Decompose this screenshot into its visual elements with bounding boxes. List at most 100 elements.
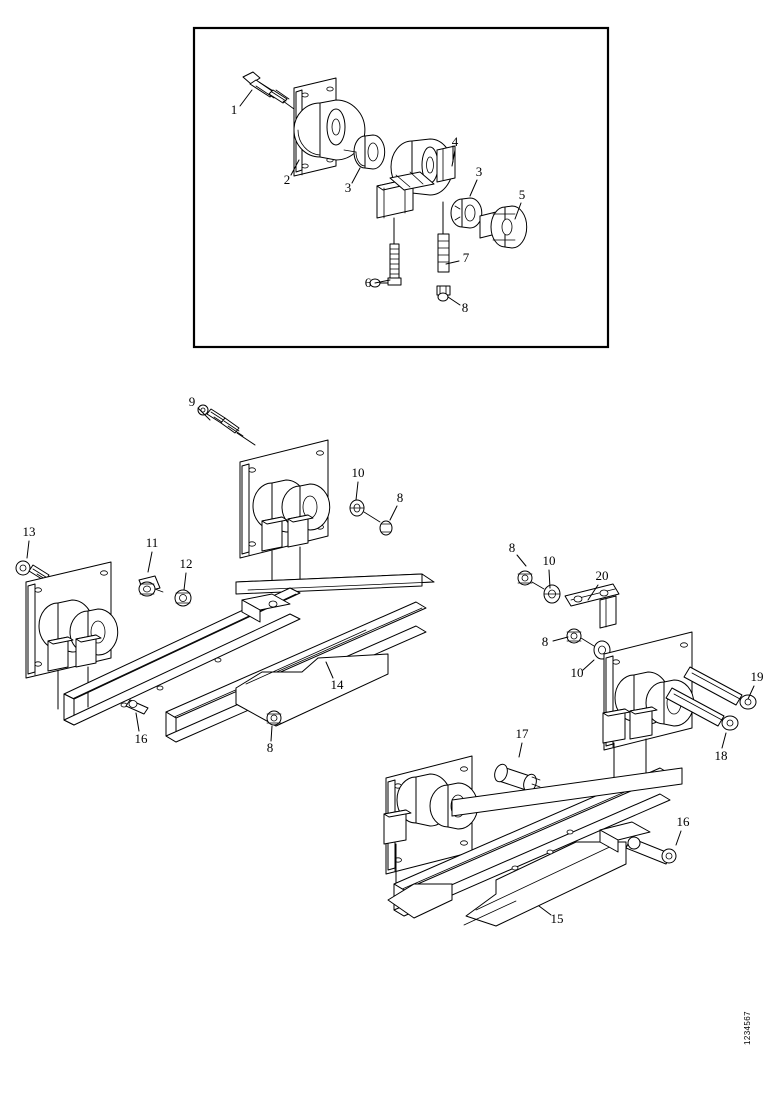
callout-number: 17 bbox=[516, 726, 530, 741]
part-2-bracket-plate bbox=[293, 77, 366, 177]
part-5-pulley bbox=[479, 205, 528, 249]
part-12-fitting bbox=[174, 589, 192, 607]
callout-number: 14 bbox=[331, 677, 345, 692]
frame-rails-left bbox=[63, 573, 435, 743]
callout-number: 6 bbox=[365, 275, 372, 290]
part-3-bearing-ring-left bbox=[343, 134, 386, 170]
part-7-sleeve bbox=[436, 201, 451, 302]
part-1-bolt bbox=[242, 71, 295, 110]
part-4-gear-housing bbox=[376, 138, 456, 219]
callout-leader-line bbox=[374, 279, 391, 284]
callout-main-8: 8 bbox=[509, 540, 527, 567]
drawing-code: 1234567 bbox=[743, 1011, 752, 1045]
callout-leader-line bbox=[147, 551, 153, 573]
callout-leader-line bbox=[518, 742, 523, 758]
callout-main-8: 8 bbox=[389, 490, 404, 521]
callout-leader-line bbox=[548, 569, 551, 589]
part-19-rod bbox=[683, 666, 757, 710]
callout-main-10: 10 bbox=[543, 553, 556, 589]
detail-view-panel-border bbox=[192, 26, 610, 349]
subassembly-left bbox=[15, 560, 192, 710]
subassembly-lower-center bbox=[383, 755, 683, 927]
callout-main-12: 12 bbox=[180, 556, 193, 591]
callout-main-16: 16 bbox=[135, 712, 149, 746]
callout-leader-line bbox=[135, 712, 140, 732]
callout-number: 13 bbox=[23, 524, 36, 539]
callout-number: 10 bbox=[571, 665, 584, 680]
callout-number: 7 bbox=[463, 250, 470, 265]
callout-number: 8 bbox=[509, 540, 516, 555]
callout-inset-3: 3 bbox=[345, 167, 361, 195]
callout-leader-line bbox=[183, 572, 187, 591]
callout-leader-line bbox=[325, 661, 334, 679]
callout-leader-line bbox=[290, 159, 300, 176]
callout-leader-line bbox=[239, 89, 253, 107]
callout-number: 10 bbox=[352, 465, 365, 480]
callout-leader-line bbox=[355, 481, 359, 501]
callout-number: 16 bbox=[135, 731, 149, 746]
callout-main-10: 10 bbox=[352, 465, 365, 501]
callout-leader-line bbox=[26, 540, 30, 559]
callout-leader-line bbox=[747, 685, 755, 700]
callout-number: 1 bbox=[231, 102, 238, 117]
callout-leader-line bbox=[445, 260, 460, 265]
callout-number: 2 bbox=[284, 172, 291, 187]
callout-leader-line bbox=[351, 167, 361, 184]
callout-main-17: 17 bbox=[516, 726, 530, 758]
callout-leader-line bbox=[516, 554, 527, 567]
callout-number: 10 bbox=[543, 553, 556, 568]
part-6-threaded-bolt bbox=[369, 217, 402, 288]
callout-main-8: 8 bbox=[267, 725, 274, 755]
callout-main-16: 16 bbox=[675, 814, 691, 846]
callout-main-19: 19 bbox=[747, 669, 764, 700]
callout-number: 8 bbox=[397, 490, 404, 505]
callout-leader-line bbox=[389, 505, 398, 521]
callout-leader-line bbox=[538, 905, 552, 916]
callout-main-10: 10 bbox=[571, 659, 595, 680]
callout-number: 20 bbox=[596, 568, 609, 583]
callout-inset-4: 4 bbox=[451, 134, 459, 167]
callout-inset-3: 3 bbox=[469, 164, 483, 197]
drawing-code-text: 1234567 bbox=[743, 1011, 752, 1045]
callout-inset-8: 8 bbox=[447, 296, 469, 315]
callout-inset-7: 7 bbox=[445, 250, 470, 265]
callout-leader-line bbox=[451, 149, 456, 167]
callout-number: 15 bbox=[551, 911, 564, 926]
detail-view-assembly bbox=[242, 71, 528, 302]
callout-main-15: 15 bbox=[538, 905, 564, 926]
callout-number: 19 bbox=[751, 669, 764, 684]
callout-number: 5 bbox=[519, 187, 526, 202]
callout-number: 16 bbox=[677, 814, 691, 829]
callout-leader-line bbox=[514, 202, 522, 220]
part-17-cylinder bbox=[494, 763, 541, 793]
main-exploded-assembly bbox=[15, 404, 757, 927]
callout-main-9: 9 bbox=[189, 394, 211, 421]
part-20-strip bbox=[564, 583, 620, 629]
callout-leader-line bbox=[582, 659, 595, 671]
callout-number: 3 bbox=[476, 164, 483, 179]
callout-number: 8 bbox=[542, 634, 549, 649]
callout-inset-6: 6 bbox=[365, 275, 391, 290]
part-16-link-right bbox=[625, 836, 677, 865]
callout-number: 11 bbox=[146, 535, 159, 550]
callout-number: 8 bbox=[267, 740, 274, 755]
callout-number: 3 bbox=[345, 180, 352, 195]
callout-main-13: 13 bbox=[23, 524, 36, 559]
subassembly-upper-center bbox=[197, 404, 393, 588]
callout-inset-5: 5 bbox=[514, 187, 526, 220]
callout-number: 8 bbox=[462, 300, 469, 315]
callout-leader-line bbox=[469, 179, 478, 197]
callout-leader-line bbox=[552, 636, 569, 642]
callout-leader-line bbox=[270, 725, 273, 742]
callout-leader-line bbox=[721, 732, 727, 749]
callout-leader-line bbox=[675, 830, 682, 846]
callout-number: 18 bbox=[715, 748, 728, 763]
callout-main-18: 18 bbox=[715, 732, 728, 763]
callout-inset-2: 2 bbox=[284, 159, 300, 187]
callout-number: 9 bbox=[189, 394, 196, 409]
callout-number: 12 bbox=[180, 556, 193, 571]
callout-main-20: 20 bbox=[587, 568, 609, 601]
